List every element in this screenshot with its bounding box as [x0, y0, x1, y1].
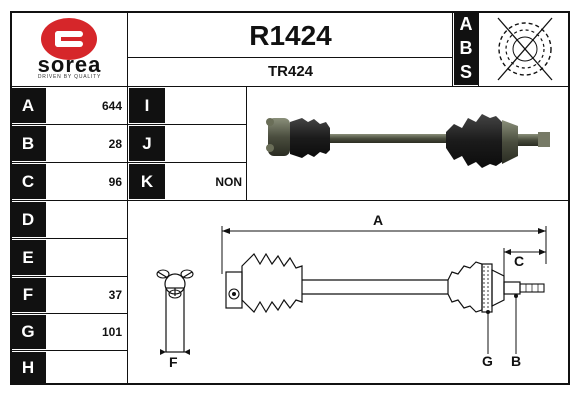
spec-value-a: 644 [101, 98, 122, 113]
spec-value-k: NON [215, 174, 242, 189]
part-reference: R1424 [249, 20, 332, 51]
spec-value-d [48, 202, 122, 237]
spec-label-h: H [10, 352, 46, 384]
brand-name: sorea [37, 52, 102, 77]
spec-label-e: E [10, 240, 46, 275]
spec-value-b: 28 [108, 136, 122, 151]
spec-label-g: G [10, 315, 46, 349]
drawing-label-c: C [514, 253, 525, 269]
drive-shaft-photo [250, 92, 566, 196]
abs-letter-b: B [454, 36, 478, 60]
spec-label-f: F [10, 278, 46, 312]
abs-letter-a: A [454, 13, 478, 36]
spec-label-d: D [10, 202, 46, 237]
spec-label-k: K [129, 164, 165, 199]
spec-value-j [168, 126, 242, 161]
abs-letter-s: S [454, 60, 478, 85]
drawing-label-g: G [482, 353, 493, 369]
drawing-label-f: F [169, 354, 178, 370]
spec-label-a: A [10, 88, 46, 123]
spec-value-g: 101 [101, 325, 122, 339]
spec-label-j: J [129, 126, 165, 161]
spec-label-c: C [10, 164, 46, 199]
spec-label-b: B [10, 126, 46, 161]
spec-value-i [168, 88, 242, 123]
brand-logo [12, 13, 127, 83]
spec-value-e [48, 240, 122, 275]
drawing-label-b: B [511, 353, 522, 369]
spec-value-c: 96 [108, 174, 122, 189]
brand-tagline: DRIVEN BY QUALITY [37, 74, 102, 80]
drawing-label-a: A [373, 212, 384, 228]
part-reference-secondary: TR424 [267, 63, 314, 80]
spec-value-f: 37 [108, 288, 122, 302]
spec-label-i: I [129, 88, 165, 123]
technical-drawing [130, 204, 568, 384]
spec-value-h [48, 352, 122, 384]
abs-ring-crossed-icon [484, 14, 566, 84]
